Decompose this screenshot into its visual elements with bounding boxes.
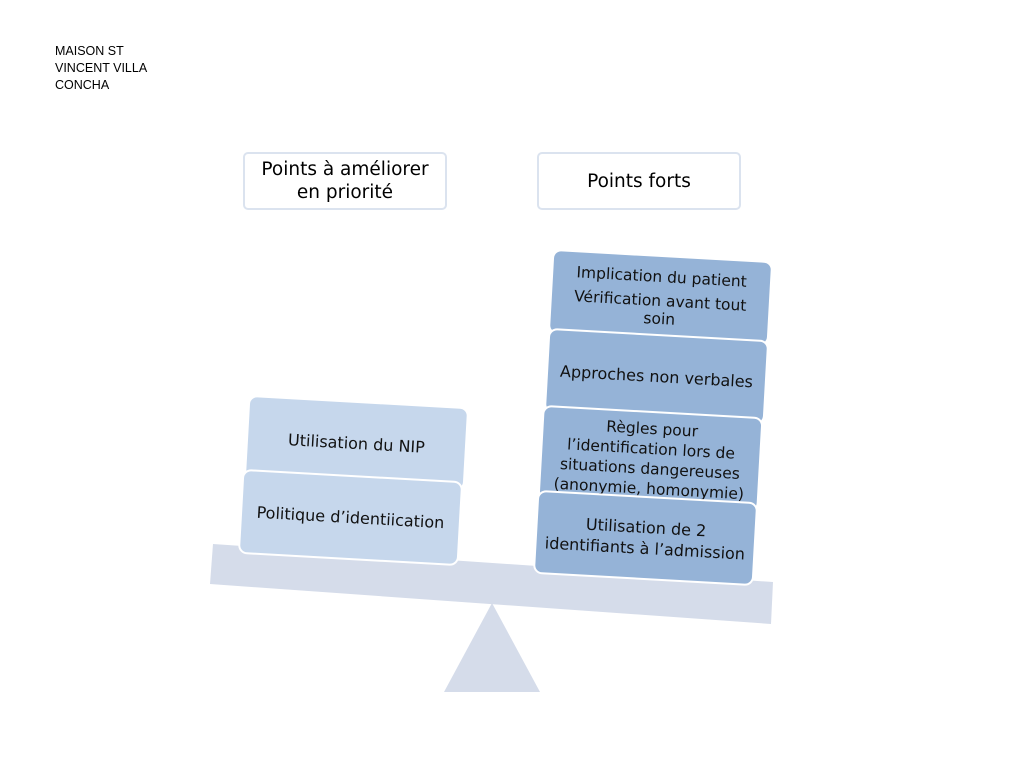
header-left-line-1: Points à améliorer xyxy=(261,159,429,180)
header-right-label: Points forts xyxy=(587,170,691,192)
header-points-forts: Points forts xyxy=(537,152,741,210)
block-nip-label: Utilisation du NIP xyxy=(287,429,426,457)
block-politique-identification: Politique d’identiication xyxy=(237,468,464,567)
block-utilisation-2-identifiants: Utilisation de 2 identifiants à l’admiss… xyxy=(532,489,759,587)
organization-line-3: CONCHA xyxy=(55,78,110,92)
fulcrum-triangle xyxy=(444,603,540,692)
scale-beam xyxy=(210,544,773,624)
block-politique-label: Politique d’identiication xyxy=(256,502,445,533)
organization-label: MAISON ST VINCENT VILLA CONCHA xyxy=(55,43,147,94)
header-left-line-2: en priorité xyxy=(296,182,394,203)
header-points-a-ameliorer: Points à améliorer en priorité xyxy=(243,152,447,210)
organization-line-2: VINCENT VILLA xyxy=(55,61,148,75)
organization-line-1: MAISON ST xyxy=(55,44,124,58)
block-implication-label: Implication du patient xyxy=(576,262,748,291)
block-approches-label: Approches non verbales xyxy=(559,361,754,392)
block-utilisation-line-2: identifiants à l’admission xyxy=(544,533,746,564)
